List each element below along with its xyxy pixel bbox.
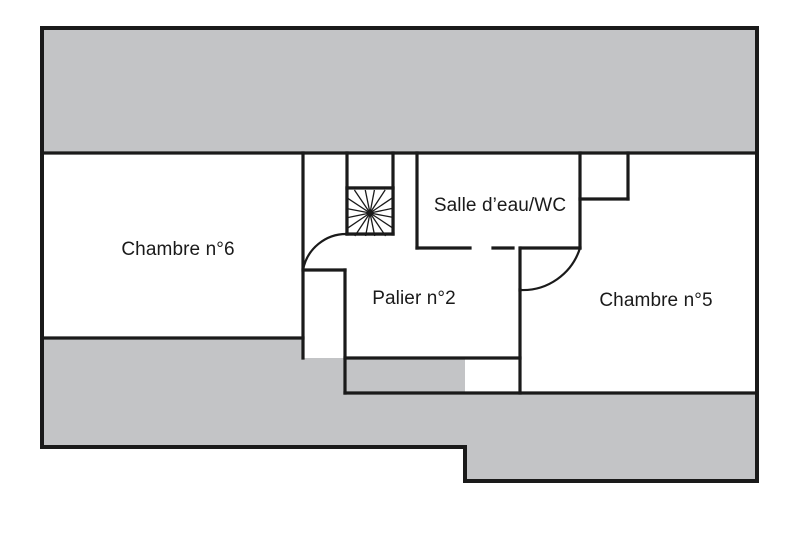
stair-tread xyxy=(364,189,371,214)
unusable-area-top xyxy=(42,28,757,153)
stair-tread xyxy=(346,212,371,230)
room-label-chambre-5: Chambre n°5 xyxy=(599,290,712,311)
stair-tread xyxy=(346,212,371,219)
spiral-staircase xyxy=(345,186,395,237)
stair-tread xyxy=(369,212,387,237)
stair-tread xyxy=(369,212,376,237)
stair-tread xyxy=(369,196,394,214)
room-label-chambre-6: Chambre n°6 xyxy=(121,239,234,260)
stair-tread xyxy=(346,197,371,214)
stair-newel-post xyxy=(366,209,374,217)
stair-tread xyxy=(369,207,394,214)
stair-tread xyxy=(353,189,371,214)
stair-tread xyxy=(369,212,394,219)
outer-wall xyxy=(40,26,759,483)
room-label-salle-deau-wc: Salle d’eau/WC xyxy=(434,195,566,216)
stair-tread xyxy=(346,207,371,214)
stair-tread xyxy=(354,212,371,237)
room-label-palier-2: Palier n°2 xyxy=(372,288,456,309)
stair-tread xyxy=(369,189,376,214)
stair-tread xyxy=(369,189,386,214)
stair-tread xyxy=(364,212,371,237)
stair-tread xyxy=(369,212,394,229)
door-chambre5 xyxy=(519,247,582,292)
door-swings xyxy=(301,232,582,292)
room-labels: Chambre n°6 Salle d’eau/WC Palier n°2 Ch… xyxy=(121,195,712,311)
door-palier-stair xyxy=(301,232,348,271)
